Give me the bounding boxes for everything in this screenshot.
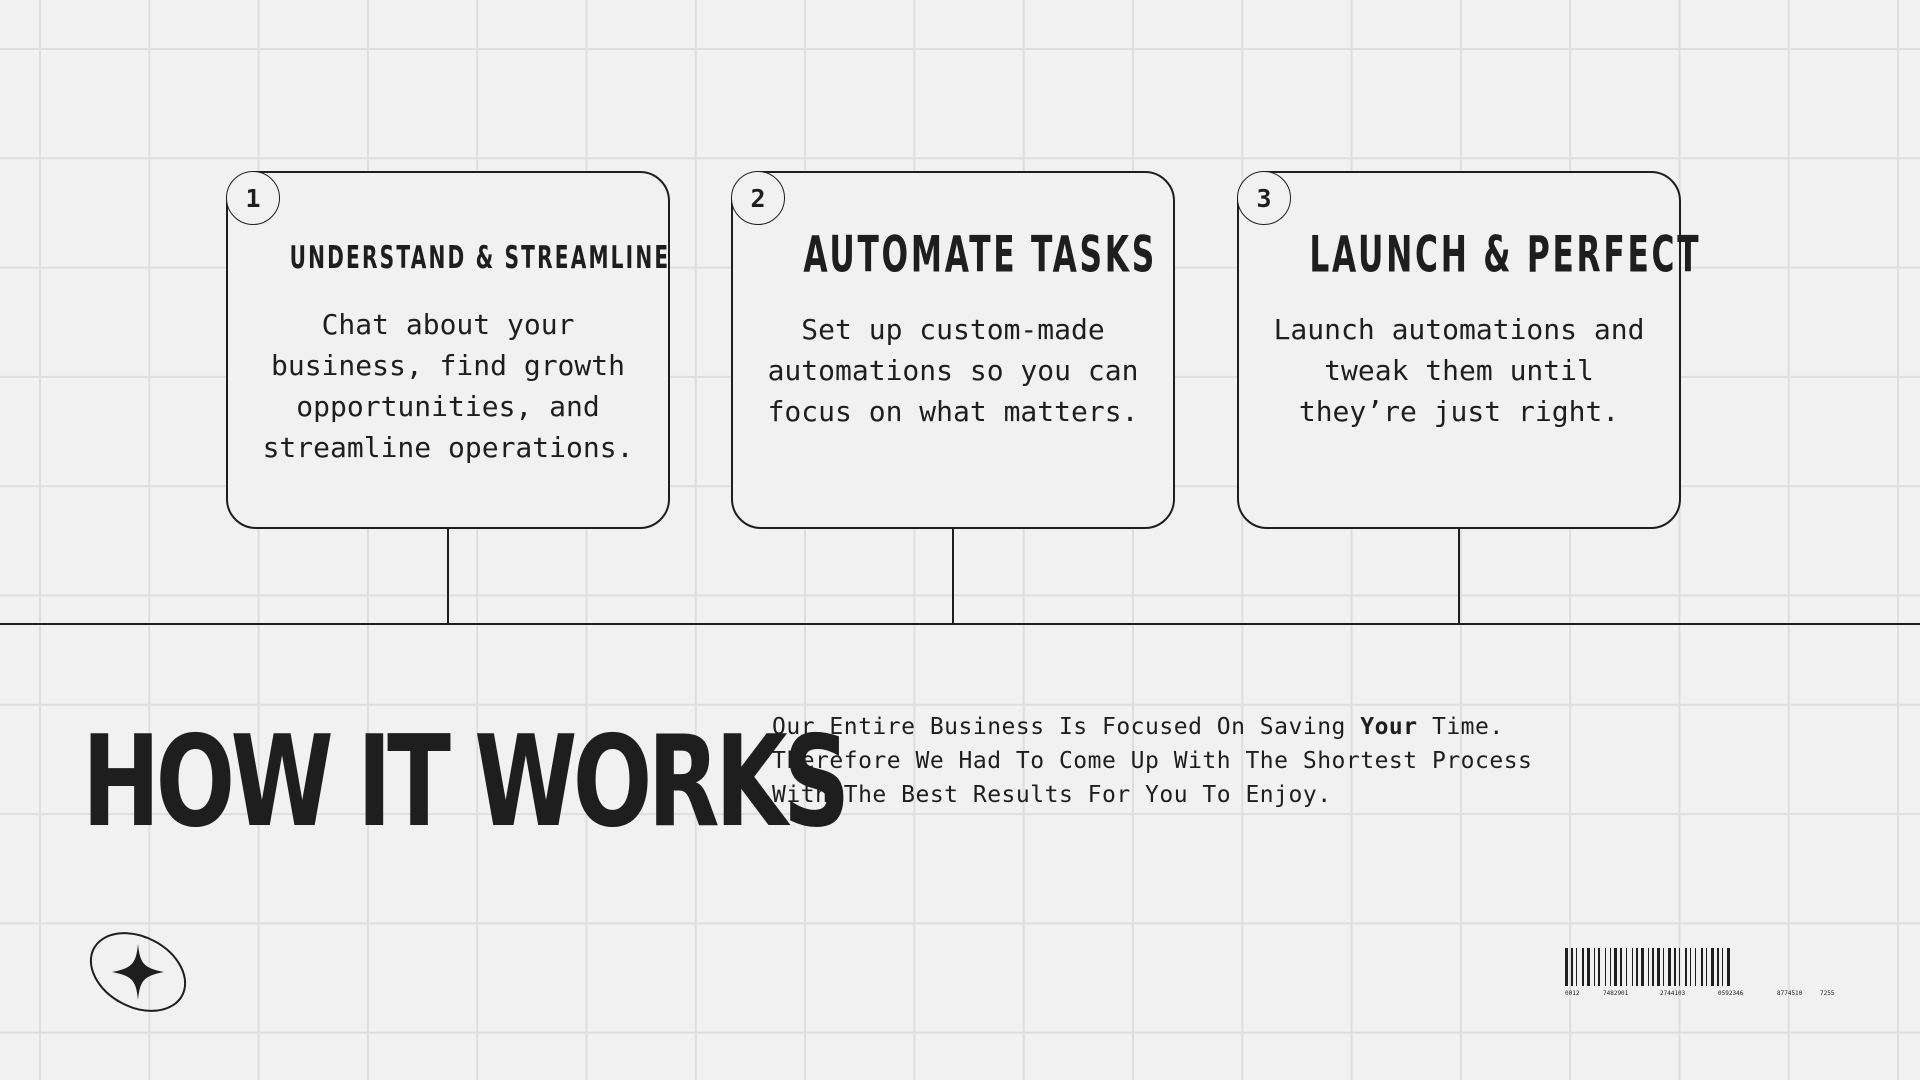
barcode-bar	[1674, 948, 1676, 986]
barcode-bar	[1626, 948, 1627, 986]
step-description: Launch automations and tweak them until …	[1273, 313, 1645, 428]
barcode-bar	[1587, 948, 1590, 986]
barcode-bar	[1652, 948, 1654, 986]
barcode-bar	[1690, 948, 1691, 986]
barcode-bar	[1641, 948, 1644, 986]
barcode-bar	[1636, 948, 1638, 986]
barcode-bar	[1727, 948, 1730, 986]
barcode-number: 7482901	[1603, 990, 1629, 997]
barcode-bar	[1598, 948, 1600, 986]
barcode-bar	[1706, 948, 1707, 986]
barcode-bar	[1722, 948, 1723, 986]
barcode-bar	[1565, 948, 1568, 986]
four-point-star-icon	[89, 932, 187, 1012]
barcode-bar	[1679, 948, 1680, 986]
barcode-bar	[1663, 948, 1664, 986]
step-card-3: 3 LAUNCH & PERFECT Launch automations an…	[1237, 171, 1702, 529]
barcode-bar	[1657, 948, 1660, 986]
barcode-bar	[1695, 948, 1696, 986]
barcode-bar	[1648, 948, 1649, 986]
barcode-bar	[1571, 948, 1573, 986]
barcode-number: 7255	[1820, 990, 1835, 997]
barcode-bar	[1620, 948, 1622, 986]
step-number-badge: 1	[226, 171, 280, 225]
step-card-1: 1 UNDERSTAND & STREAMLINE Chat about you…	[226, 171, 670, 529]
barcode-bar	[1632, 948, 1633, 986]
barcode-bar	[1711, 948, 1714, 986]
page-title: HOW IT WORKS	[82, 709, 850, 856]
step-description: Chat about your business, find growth op…	[262, 308, 634, 464]
timeline-line	[0, 623, 1920, 625]
barcode-bar	[1701, 948, 1703, 986]
barcode-bar	[1594, 948, 1595, 986]
barcode-bar	[1605, 948, 1606, 986]
barcode-number: 0592346	[1718, 990, 1744, 997]
barcode-bar	[1576, 948, 1577, 986]
step-card-2: 2 AUTOMATE TASKS Set up custom-made auto…	[731, 171, 1175, 529]
barcode-bar	[1582, 948, 1584, 986]
tagline: Our Entire Business Is Focused On Saving…	[772, 710, 1572, 812]
barcode-bar	[1717, 948, 1719, 986]
tagline-emphasis: Your	[1360, 714, 1418, 740]
barcode-bar	[1685, 948, 1687, 986]
step-title: LAUNCH & PERFECT	[1309, 224, 1702, 284]
barcode-icon: 0012 7482901 2744103 0592346 8774510 7255	[1565, 948, 1835, 997]
barcode-number: 0012	[1565, 990, 1580, 997]
connector-line-3	[1458, 529, 1460, 625]
barcode-number: 2744103	[1660, 990, 1686, 997]
barcode-number: 8774510	[1777, 990, 1803, 997]
barcode-bar	[1610, 948, 1611, 986]
tagline-text-2: Time. Therefore We Had To Come Up With T…	[772, 714, 1533, 808]
connector-line-1	[447, 529, 449, 625]
step-title: AUTOMATE TASKS	[803, 224, 1157, 284]
barcode-bar	[1668, 948, 1671, 986]
tagline-text: Our Entire Business Is Focused On Saving	[772, 714, 1361, 740]
step-title: UNDERSTAND & STREAMLINE	[289, 239, 671, 276]
barcode-bar	[1614, 948, 1617, 986]
step-description: Set up custom-made automations so you ca…	[767, 313, 1139, 428]
step-number-badge: 2	[731, 171, 785, 225]
step-number-badge: 3	[1237, 171, 1291, 225]
connector-line-2	[952, 529, 954, 625]
